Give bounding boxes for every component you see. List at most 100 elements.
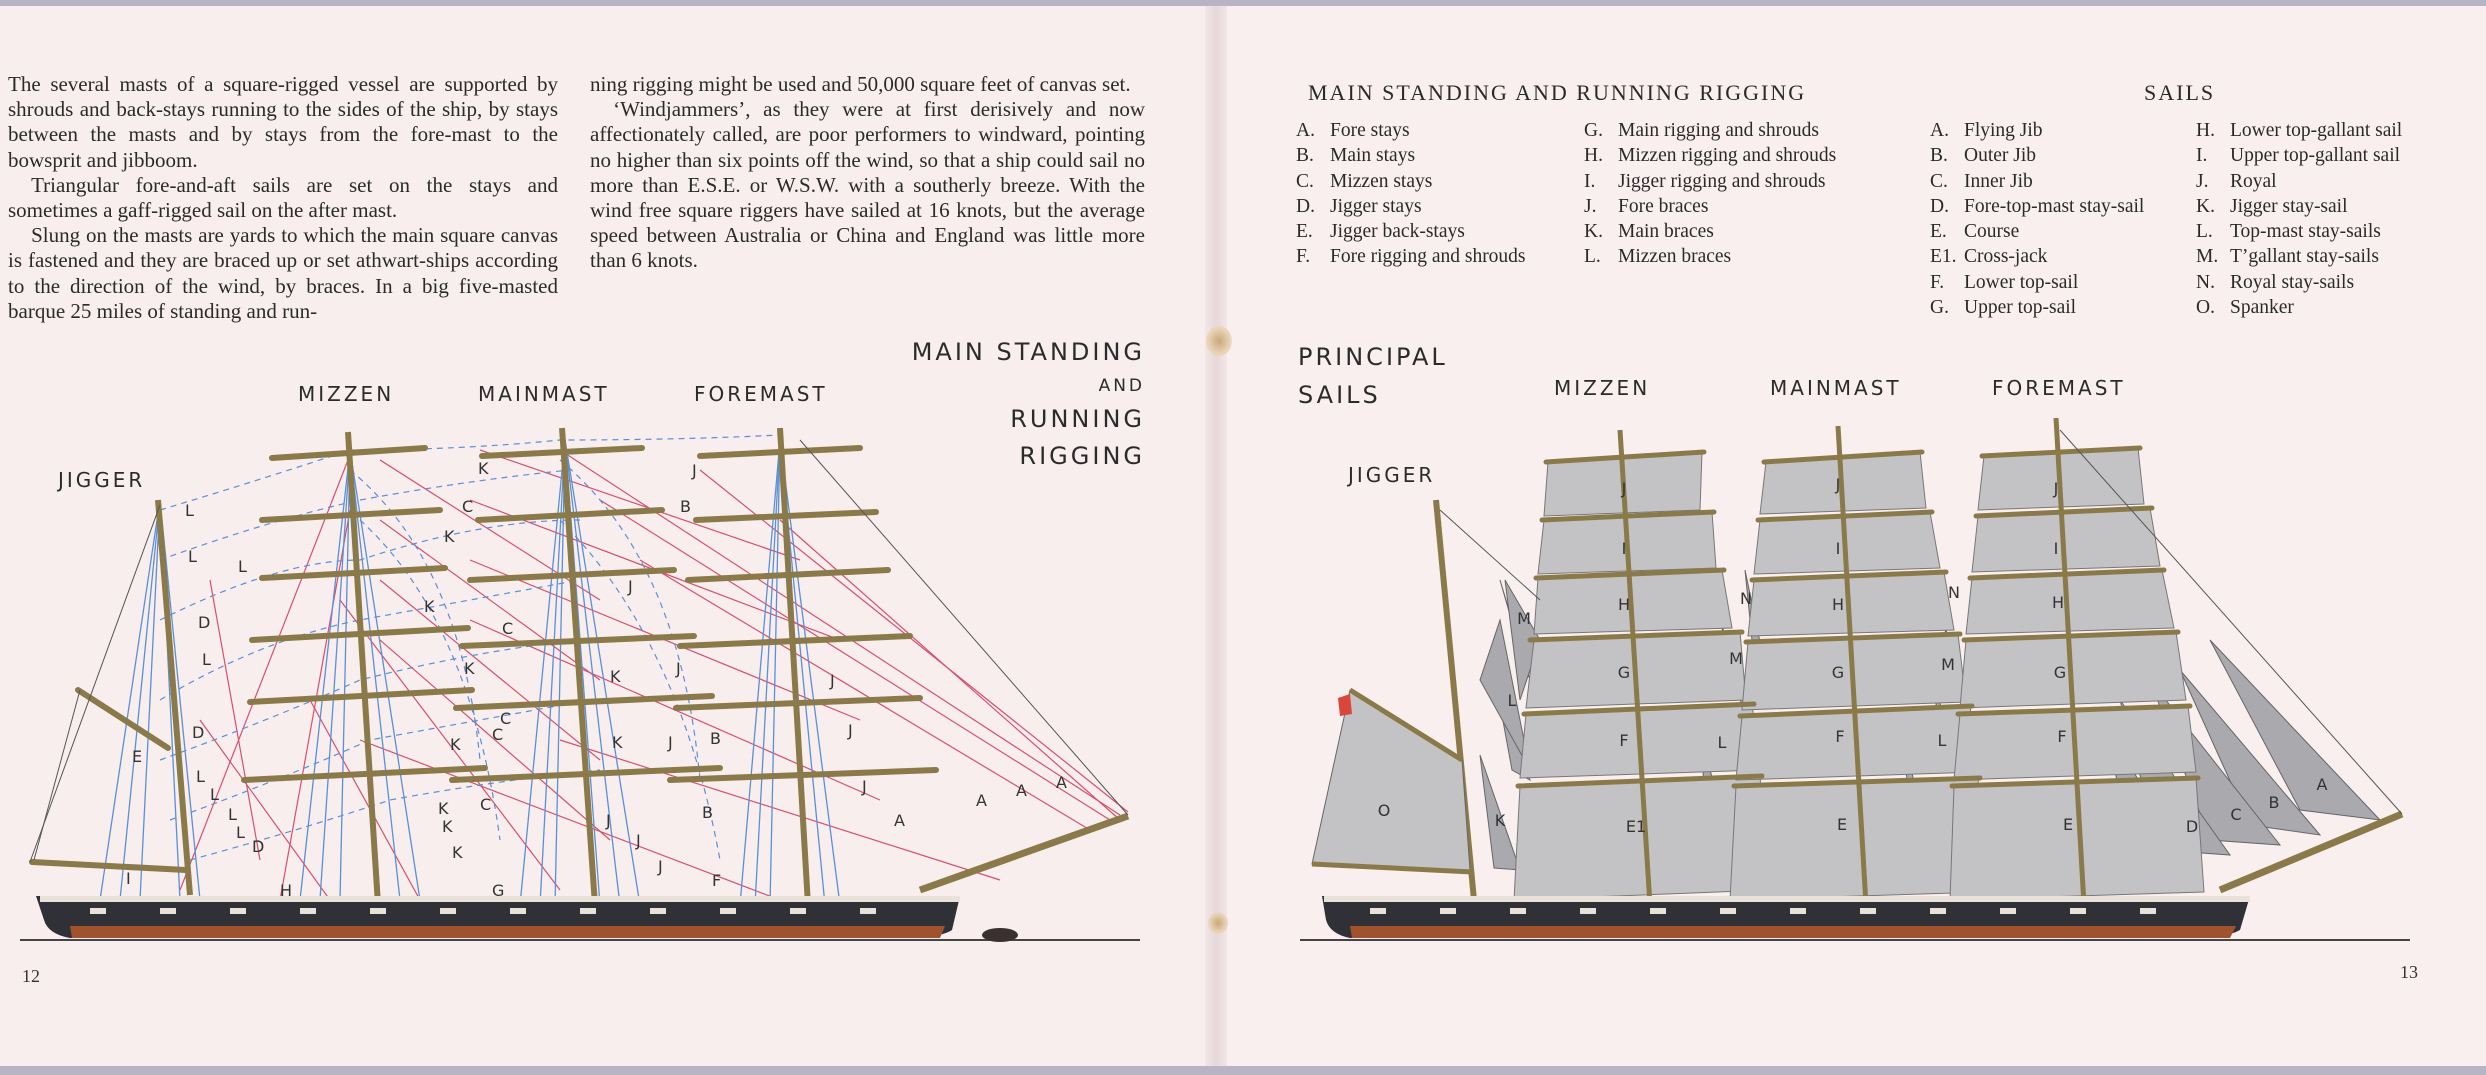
rig-letter: K [438, 799, 449, 818]
legend-item: H.Mizzen rigging and shrouds [1584, 143, 1836, 168]
legend-key: K. [1584, 221, 1603, 243]
sail-letter: F [1835, 727, 1844, 746]
legend-item: L.Mizzen braces [1584, 244, 1836, 269]
rig-letter: J [635, 831, 641, 850]
sail-letter: M [1729, 649, 1743, 668]
rigging-legend-col-2: G.Main rigging and shrouds H.Mizzen rigg… [1584, 118, 1836, 270]
legend-key: B. [1296, 145, 1314, 167]
rig-letter: K [612, 733, 623, 752]
title-line: PRINCIPAL [1298, 343, 1448, 371]
bowsprit [2218, 810, 2404, 894]
legend-item: D. Fore-top-mast stay-sail [1930, 194, 2144, 219]
rig-letter: A [976, 791, 987, 810]
hull-bottom [70, 926, 945, 938]
hull-stripe [40, 896, 960, 902]
legend-label: Upper top-gallant sail [2230, 145, 2401, 167]
rig-letter: D [252, 837, 264, 856]
rig-letter: L [238, 557, 247, 576]
legend-key: G. [1930, 297, 1949, 319]
sail-letter: J [2053, 479, 2059, 498]
rig-letter: J [605, 811, 611, 830]
rig-letter: D [198, 613, 210, 632]
rig-letter: A [1056, 773, 1067, 792]
legend-item: D. Jigger stays [1296, 194, 1526, 219]
sail-letter: D [2186, 817, 2198, 836]
binding-stain [1208, 912, 1228, 934]
legend-item: G.Main rigging and shrouds [1584, 118, 1836, 143]
legend-key: D. [1930, 195, 1949, 217]
legend-label: Mizzen braces [1618, 246, 1732, 268]
sail-letter: J [1621, 479, 1627, 498]
legend-key: J. [2196, 170, 2209, 192]
sail-letter: J [1835, 475, 1841, 494]
legend-label: Spanker [2230, 297, 2294, 319]
sails-legend-title: SAILS [2144, 80, 2216, 105]
sail-letter: E [1837, 815, 1847, 834]
rig-letter: L [228, 805, 237, 824]
paragraph: The several masts of a square-rigged ves… [8, 72, 558, 172]
gunports [1370, 908, 2156, 914]
mizzen-label: MIZZEN [1554, 376, 1651, 400]
legend-label: Main rigging and shrouds [1618, 120, 1819, 141]
legend-item: J.Fore braces [1584, 194, 1836, 219]
legend-label: Fore-top-mast stay-sail [1964, 195, 2145, 217]
legend-label: T’gallant stay-sails [2230, 246, 2379, 268]
sail-letter: I [2054, 539, 2059, 558]
sail-letter: H [2052, 593, 2064, 612]
hull-stripe [1324, 896, 2250, 902]
legend-key: E. [1930, 221, 1947, 243]
sail-letter: C [2230, 805, 2241, 824]
legend-item: K.Jigger stay-sail [2196, 194, 2402, 219]
legend-key: E1. [1930, 246, 1957, 268]
masts [1617, 417, 2087, 906]
sails-legend-col-1: A.Flying Jib B.Outer Jib C.Inner Jib D.F… [1930, 118, 2144, 320]
sail-letter: O [1378, 801, 1391, 820]
yards [1515, 445, 2201, 789]
legend-label: Lower top-gallant sail [2230, 120, 2403, 141]
foremast-label: FOREMAST [1992, 376, 2126, 400]
rig-letter: G [492, 881, 504, 900]
rig-letter: K [452, 843, 463, 862]
jigger-label: JIGGER [58, 468, 146, 492]
mainmast-label: MAINMAST [1770, 376, 1902, 400]
sail-letter: H [1832, 595, 1844, 614]
legend-item: E1. Cross-jack [1930, 244, 2144, 269]
rig-letter: C [500, 709, 511, 728]
legend-item: F.Fore rigging and shrouds [1296, 244, 1526, 269]
ensign-flag [1338, 694, 1352, 716]
paragraph: Slung on the masts are yards to which th… [8, 223, 558, 323]
legend-key: L. [2196, 221, 2213, 243]
legend-item: B.Outer Jib [1930, 143, 2144, 168]
rig-letter: L [236, 823, 245, 842]
rig-letter: A [1016, 781, 1027, 800]
legend-label: Lower top-sail [1964, 271, 2079, 293]
rig-letter: J [847, 721, 853, 740]
rig-letter: K [478, 459, 489, 478]
legend-label: Jigger stay-sail [2230, 195, 2348, 217]
rigging-figure-title: MAIN STANDING AND RUNNING RIGGING [860, 334, 1145, 475]
legend-item: B.Main stays [1296, 143, 1526, 168]
binding-stain [1206, 326, 1232, 356]
legend-key: C. [1930, 170, 1948, 192]
hull-bottom [1350, 926, 2236, 938]
paragraph: Triangular fore-and-aft sails are set on… [8, 172, 558, 223]
legend-label: Main braces [1618, 221, 1714, 243]
legend-key: I. [2196, 145, 2208, 167]
sail-letter: G [2054, 663, 2066, 682]
rig-letter: E [132, 747, 142, 766]
rig-letter: I [126, 869, 131, 888]
legend-label: Jigger stays [1330, 195, 1422, 217]
legend-item: M.T’gallant stay-sails [2196, 244, 2402, 269]
legend-label: Flying Jib [1964, 120, 2043, 141]
gaff [1348, 687, 1464, 763]
gunports [90, 908, 876, 914]
legend-label: Cross-jack [1964, 246, 2048, 268]
legend-label: Royal stay-sails [2230, 271, 2355, 293]
yards [29, 445, 939, 873]
legend-key: O. [2196, 297, 2215, 319]
rigging-letter-labels: L L L D L D E L L L L D I H G F K C K K … [126, 459, 1067, 900]
legend-label: Fore stays [1330, 120, 1410, 141]
legend-key: D. [1296, 195, 1315, 217]
rig-letter: J [829, 671, 835, 690]
